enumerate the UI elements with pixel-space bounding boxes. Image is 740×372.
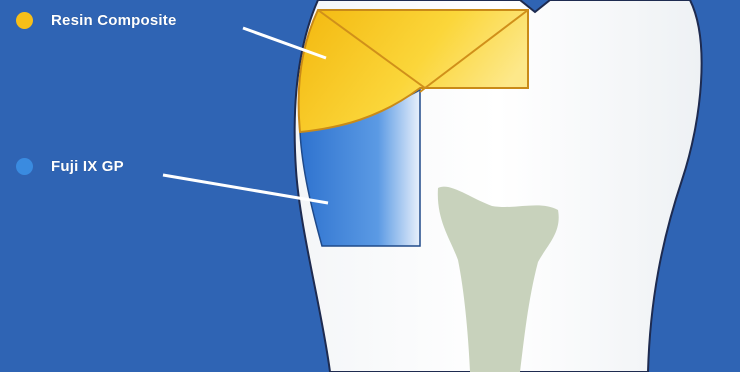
fuji-color-dot [16,158,33,175]
legend-fuji-label: Fuji IX GP [51,158,124,175]
legend-resin-composite: Resin Composite [16,12,177,29]
legend-resin-label: Resin Composite [51,12,177,29]
resin-color-dot [16,12,33,29]
legend-fuji-ix-gp: Fuji IX GP [16,158,124,175]
